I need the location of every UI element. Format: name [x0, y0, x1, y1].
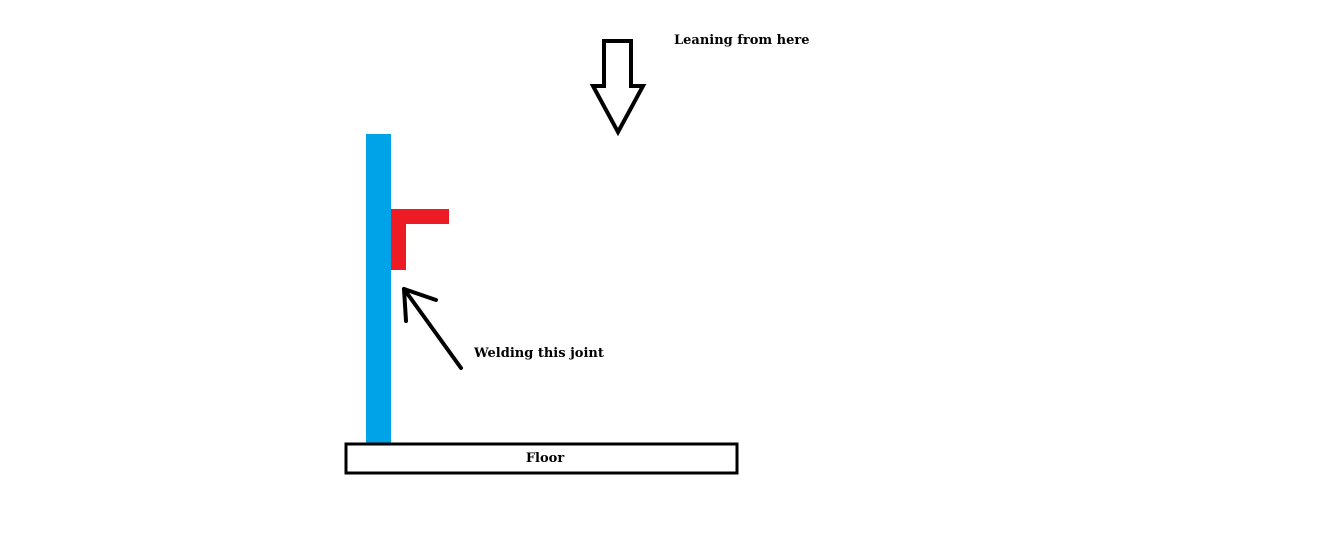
floor-label: Floor: [526, 451, 565, 466]
l-bracket: [391, 209, 449, 270]
down-arrow-icon: [589, 39, 647, 137]
diagonal-arrow-icon: [402, 287, 463, 370]
leaning-label: Leaning from here: [674, 33, 810, 48]
vertical-post: [366, 134, 391, 444]
floor-box: [344, 442, 739, 475]
welding-label: Welding this joint: [473, 346, 604, 361]
